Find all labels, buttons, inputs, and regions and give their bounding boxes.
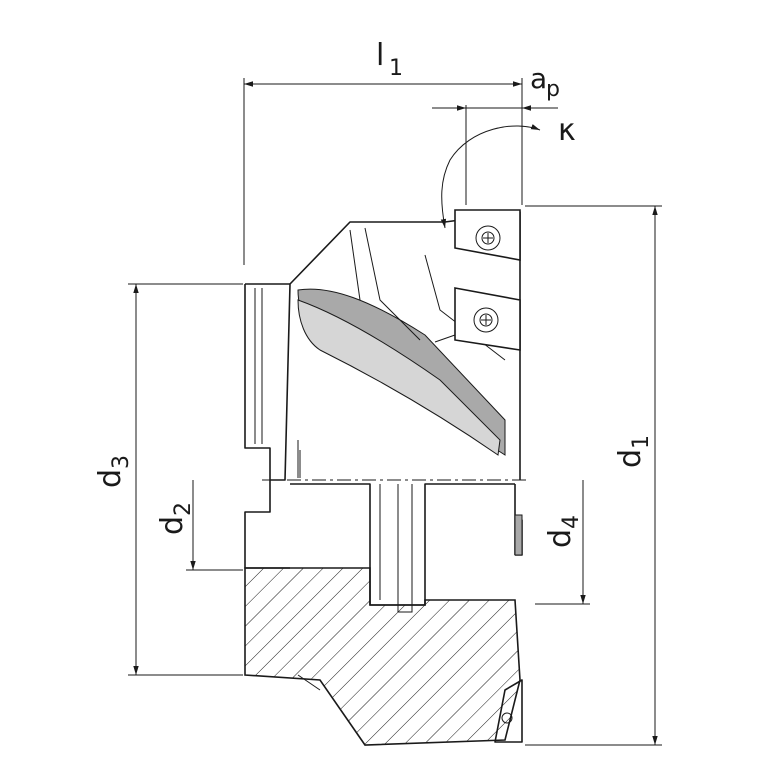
label-l1-sub: 1: [389, 56, 403, 81]
label-d4-sub: 4: [559, 515, 584, 529]
label-ap: a: [530, 62, 547, 95]
angle-kappa: κ: [440, 113, 576, 229]
label-d2-sub: 2: [171, 502, 196, 516]
dimension-d3: d 3: [93, 283, 243, 676]
cutter-body-upper: [244, 211, 521, 481]
dimension-d4: d 4: [535, 480, 590, 605]
label-ap-sub: p: [546, 77, 560, 102]
label-kappa: κ: [558, 113, 576, 148]
dimension-d2: d 2: [155, 480, 243, 571]
label-d4: d: [543, 529, 578, 548]
label-d3: d: [93, 469, 128, 488]
insert-top: [454, 209, 521, 261]
label-d3-sub: 3: [109, 455, 134, 469]
label-d1: d: [613, 449, 648, 468]
insert-bottom: [434, 287, 521, 351]
dimension-ap: a p: [432, 62, 560, 205]
dimension-d1: d 1: [525, 205, 662, 746]
label-d2: d: [155, 516, 190, 535]
cutter-body-section: [244, 480, 523, 746]
label-l1: l: [376, 38, 384, 73]
label-d1-sub: 1: [629, 435, 654, 449]
